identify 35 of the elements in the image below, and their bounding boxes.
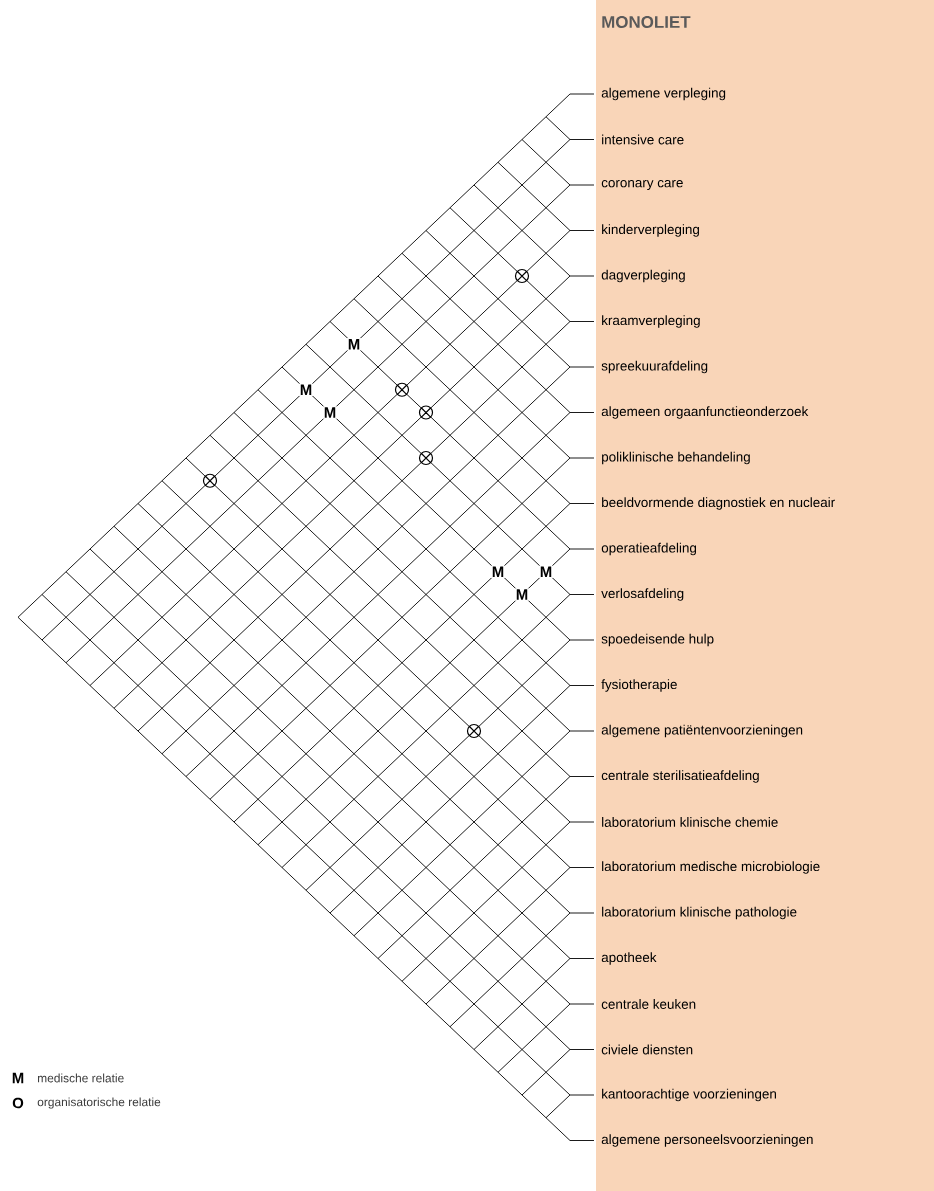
row-label: kinderverpleging (602, 224, 699, 237)
relation-letter: M (514, 588, 530, 601)
relation-letter: M (538, 565, 554, 578)
row-label: spreekuurafdeling (601, 360, 708, 374)
row-label: kraamverpleging (602, 315, 700, 328)
row-label: civiele diensten (601, 1044, 693, 1055)
legend-symbol: O (12, 1097, 24, 1109)
relation-letter: M (298, 383, 314, 396)
relation-letter: M (490, 565, 506, 578)
row-label: centrale sterilisatieafdeling (601, 770, 759, 783)
relation-letter: M (322, 406, 338, 419)
row-label: fysiotherapie (601, 679, 677, 692)
title: MONOLIET (602, 16, 691, 28)
row-label: beeldvormende diagnostiek en nucleair (602, 497, 835, 510)
row-label: operatieafdeling (601, 542, 696, 556)
row-label: coronary care (601, 180, 683, 191)
row-label: centrale keuken (601, 999, 696, 1009)
row-label: dagverpleging (601, 269, 685, 283)
row-label: algemene personeelsvoorzieningen (601, 1134, 813, 1147)
row-label: apotheek (601, 952, 657, 965)
row-label: algemeen orgaanfunctieonderzoek (601, 406, 809, 419)
legend-text: organisatorische relatie (37, 1097, 161, 1109)
row-label: spoedeisende hulp (601, 633, 714, 647)
row-label: laboratorium klinische chemie (602, 817, 778, 827)
row-label: laboratorium medische microbiologie (602, 861, 820, 874)
row-label: kantoorachtige voorzieningen (602, 1088, 776, 1102)
row-label: algemene patiëntenvoorzieningen (601, 724, 803, 738)
row-label: laboratorium klinische pathologie (602, 906, 797, 920)
row-label: verlosafdeling (601, 588, 684, 601)
legend-symbol: M (12, 1072, 24, 1084)
row-label: intensive care (602, 134, 684, 145)
legend-text: medische relatie (38, 1073, 124, 1083)
row-label: poliklinische behandeling (602, 451, 750, 465)
relation-letter: M (346, 338, 362, 351)
row-label: algemene verpleging (601, 87, 726, 101)
